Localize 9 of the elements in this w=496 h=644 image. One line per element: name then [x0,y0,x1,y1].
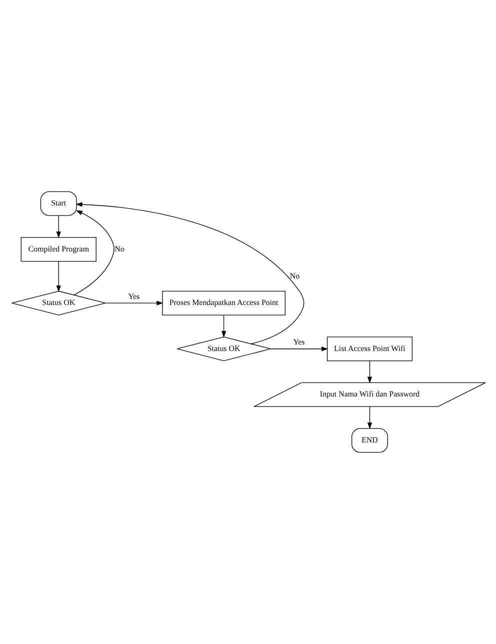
arrow [75,202,304,344]
arrow [56,215,60,238]
arrow [104,300,163,306]
arrow [270,346,328,352]
arrow [220,314,226,338]
arrow [56,261,60,292]
arrow [366,360,372,384]
arrow [366,406,372,430]
arrow [73,210,114,296]
